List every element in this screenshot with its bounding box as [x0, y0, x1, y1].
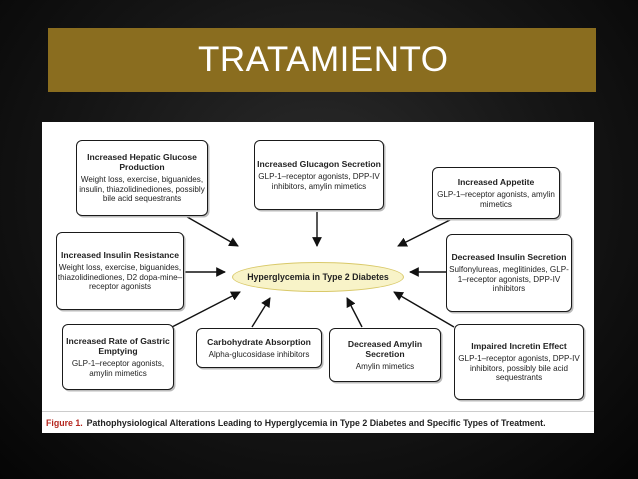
box-body: Sulfonylureas, meglitinides, GLP-1–recep… — [449, 265, 569, 294]
box-amylin-secretion: Decreased Amylin Secretion Amylin mimeti… — [329, 328, 441, 382]
box-body: Weight loss, exercise, biguanides, insul… — [79, 175, 205, 204]
box-insulin-resistance: Increased Insulin Resistance Weight loss… — [56, 232, 184, 310]
center-hyperglycemia: Hyperglycemia in Type 2 Diabetes — [232, 262, 404, 292]
box-title: Decreased Insulin Secretion — [451, 252, 567, 263]
box-glucagon: Increased Glucagon Secretion GLP-1–recep… — [254, 140, 384, 210]
box-body: GLP-1–receptor agonists, DPP-IV inhibito… — [458, 354, 580, 383]
slide-title: TRATAMIENTO — [198, 40, 449, 79]
arrow-incretin — [393, 291, 455, 328]
box-appetite: Increased Appetite GLP-1–receptor agonis… — [432, 167, 560, 219]
caption-label: Figure 1. — [46, 417, 83, 428]
box-incretin-effect: Impaired Incretin Effect GLP-1–receptor … — [454, 324, 584, 400]
box-body: GLP-1–receptor agonists, amylin mimetics — [437, 189, 555, 209]
arrow-amylin — [346, 297, 363, 328]
title-banner: TRATAMIENTO — [48, 28, 596, 92]
box-title: Increased Appetite — [457, 176, 535, 187]
arrow-hepatic — [181, 213, 239, 247]
box-body: Weight loss, exercise, biguanides, thiaz… — [57, 263, 183, 292]
box-carb-absorption: Carbohydrate Absorption Alpha-glucosidas… — [196, 328, 322, 368]
box-title: Increased Glucagon Secretion — [257, 158, 381, 169]
box-body: GLP-1–receptor agonists, amylin mimetics — [71, 358, 165, 378]
box-title: Increased Insulin Resistance — [61, 250, 179, 261]
box-title: Increased Hepatic Glucose Production — [87, 152, 197, 173]
center-label: Hyperglycemia in Type 2 Diabetes — [247, 272, 389, 282]
box-gastric-emptying: Increased Rate of Gastric Emptying GLP-1… — [62, 324, 174, 390]
figure-caption: Figure 1. Pathophysiological Alterations… — [42, 411, 594, 433]
diagram-figure: Increased Hepatic Glucose Production Wei… — [42, 122, 594, 433]
box-title: Decreased Amylin Secretion — [347, 338, 423, 359]
box-title: Carbohydrate Absorption — [207, 336, 311, 347]
box-body: Alpha-glucosidase inhibitors — [208, 349, 310, 359]
box-title: Impaired Incretin Effect — [471, 341, 567, 352]
arrow-gastric — [171, 291, 241, 328]
arrow-carb — [251, 297, 271, 328]
box-insulin-secretion: Decreased Insulin Secretion Sulfonylurea… — [446, 234, 572, 312]
box-hepatic-glucose: Increased Hepatic Glucose Production Wei… — [76, 140, 208, 216]
box-body: GLP-1–receptor agonists, DPP-IV inhibito… — [258, 171, 380, 191]
box-title: Increased Rate of Gastric Emptying — [66, 335, 170, 356]
arrows-layer — [171, 212, 455, 328]
caption-text: Pathophysiological Alterations Leading t… — [86, 417, 546, 428]
box-body: Amylin mimetics — [355, 361, 415, 371]
arrow-appetite — [397, 218, 453, 247]
